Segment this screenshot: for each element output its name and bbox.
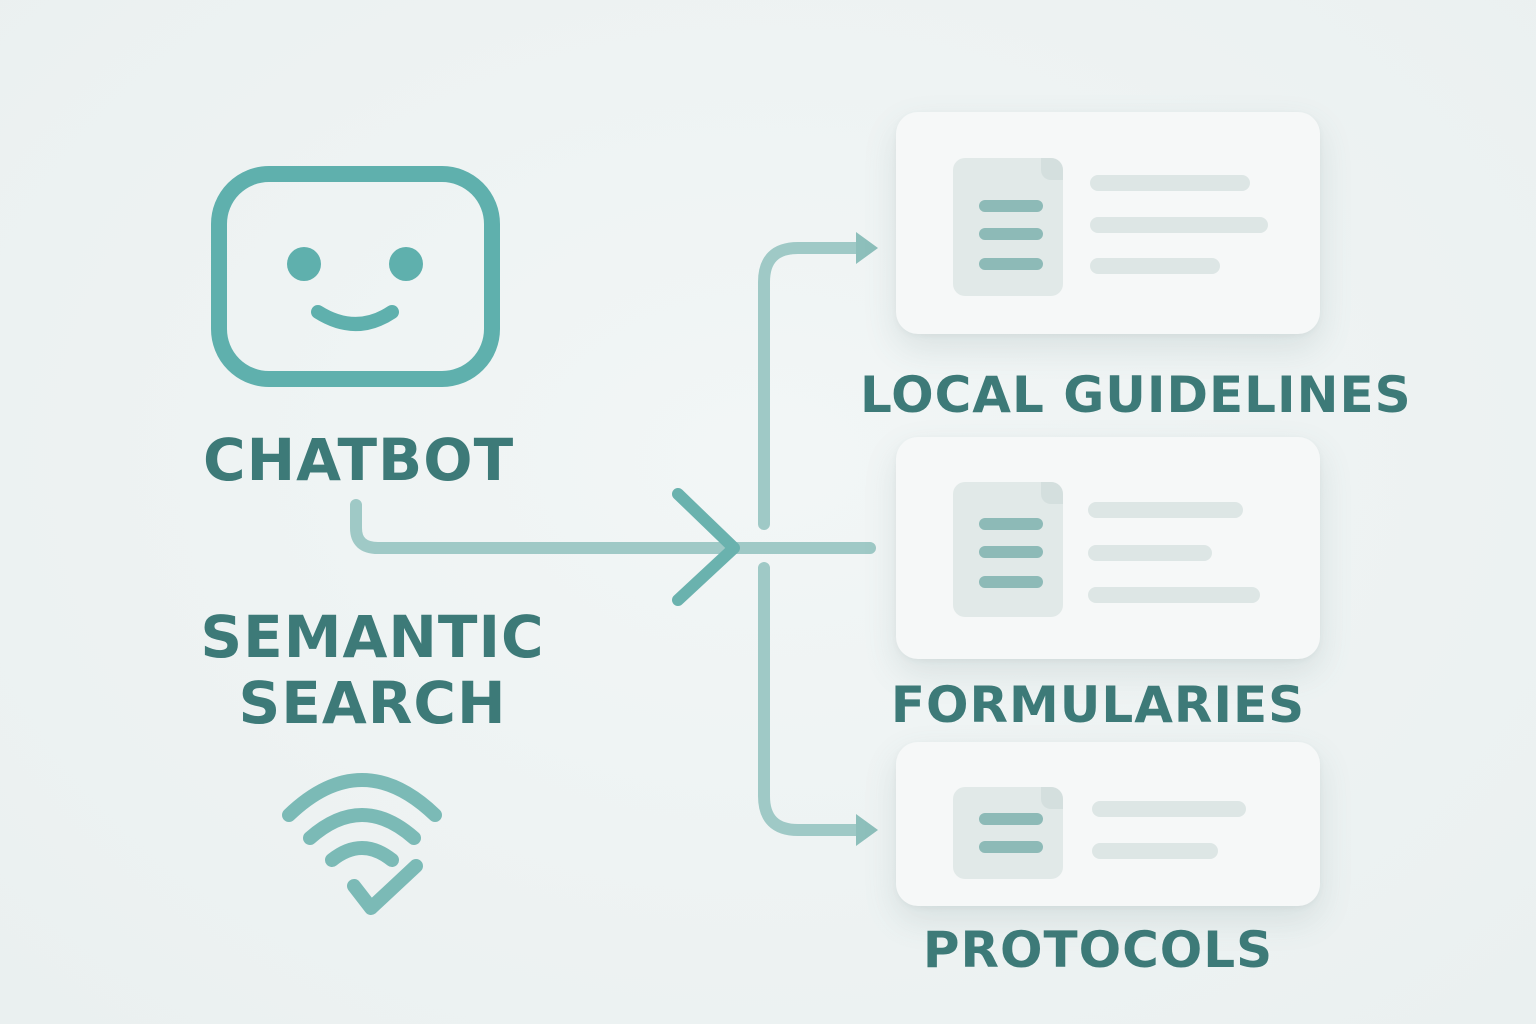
- flow-branch-lower: [758, 562, 864, 836]
- flow-arrow-chevron: [672, 488, 740, 606]
- signal-check-icon: [282, 773, 442, 915]
- document-icon: [953, 787, 1063, 879]
- placeholder-text-line: [1092, 843, 1218, 859]
- document-fold: [1041, 482, 1063, 504]
- document-fold: [1041, 787, 1063, 809]
- placeholder-text-line: [1088, 587, 1260, 603]
- document-line: [979, 228, 1043, 240]
- document-line: [979, 576, 1043, 588]
- placeholder-text-line: [1090, 175, 1250, 191]
- document-line: [979, 813, 1043, 825]
- placeholder-text-line: [1088, 502, 1243, 518]
- chatbot-label: CHATBOT: [203, 426, 515, 494]
- placeholder-text-line: [1090, 217, 1268, 233]
- source-card-protocols: [896, 742, 1320, 906]
- placeholder-text-line: [1092, 801, 1246, 817]
- document-fold: [1041, 158, 1063, 180]
- chatbot-icon: [211, 166, 500, 387]
- arrow-head-lower: [856, 814, 878, 846]
- document-line: [979, 546, 1043, 558]
- placeholder-text-line: [1088, 545, 1212, 561]
- document-icon: [953, 482, 1063, 617]
- source-title-local-guidelines: LOCAL GUIDELINES: [860, 366, 1412, 424]
- semantic-search-label-line-1: SEMANTIC: [200, 603, 545, 671]
- document-icon: [953, 158, 1063, 296]
- placeholder-text-line: [1090, 258, 1220, 274]
- flow-line-main: [350, 499, 876, 554]
- document-line: [979, 258, 1043, 270]
- semantic-search-label: SEMANTIC SEARCH: [200, 604, 545, 736]
- flow-branch-upper: [758, 242, 864, 530]
- source-card-formularies: [896, 437, 1320, 659]
- source-title-protocols: PROTOCOLS: [922, 921, 1274, 979]
- document-line: [979, 841, 1043, 853]
- document-line: [979, 200, 1043, 212]
- source-title-formularies: FORMULARIES: [890, 676, 1306, 734]
- document-line: [979, 518, 1043, 530]
- arrow-head-upper: [856, 232, 878, 264]
- semantic-search-label-line-2: SEARCH: [238, 669, 507, 737]
- source-card-local-guidelines: [896, 112, 1320, 334]
